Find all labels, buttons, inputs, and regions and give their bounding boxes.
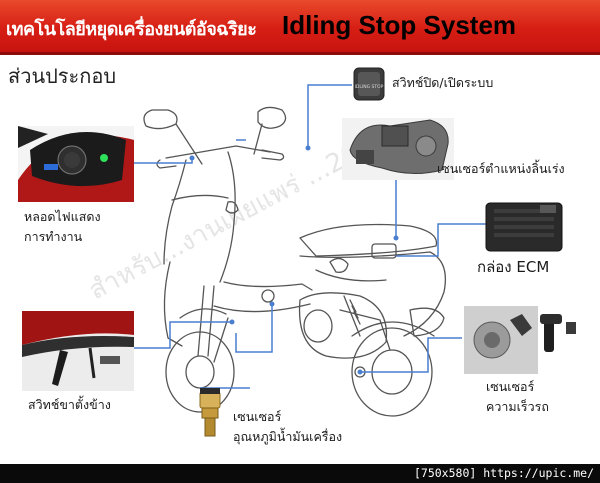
scooter-diagram: สำหรับ...งานเผยแพร่ ...2021 [18,67,576,437]
switch-button-text: IDLING STOP [355,84,384,90]
label-speed-sensor-1: เซนเซอร์ [486,379,535,394]
footer-caption[interactable]: [750x580] https://upic.me/ [413,466,594,480]
slide: เทคโนโลยีหยุดเครื่องยนต์อัจฉริยะ Idling … [0,0,600,444]
label-throttle-sensor: เซนเซอร์ตำแหน่งลิ้นเร่ง [437,161,565,176]
title-thai: เทคโนโลยีหยุดเครื่องยนต์อัจฉริยะ [6,19,257,40]
title-english: Idling Stop System [282,10,517,40]
title-bar: เทคโนโลยีหยุดเครื่องยนต์อัจฉริยะ Idling … [0,0,600,55]
label-system-switch: สวิทช์ปิด/เปิดระบบ [392,75,494,90]
label-indicator-lamp-2: การทำงาน [24,229,83,244]
label-oil-temp-sensor-2: อุณหภูมิน้ำมันเครื่อง [233,429,343,444]
label-speed-sensor-2: ความเร็วรถ [486,399,549,414]
oil-temp-sensor-photo [199,388,221,437]
section-title: ส่วนประกอบ [8,64,117,88]
throttle-sensor-photo [342,118,454,180]
label-indicator-lamp-1: หลอดไฟแสดง [24,209,101,224]
system-switch-photo: IDLING STOP [353,67,385,101]
label-ecm: กล่อง ECM [477,258,550,276]
ecm-photo [485,202,563,252]
image-host-footer: [750x580] https://upic.me/ [0,464,600,483]
label-oil-temp-sensor-1: เซนเซอร์ [233,409,282,424]
label-side-stand-switch: สวิทช์ขาตั้งข้าง [28,397,111,412]
dashboard-photo [18,126,134,202]
speed-sensor-photo [464,306,576,374]
side-stand-photo [22,311,134,391]
